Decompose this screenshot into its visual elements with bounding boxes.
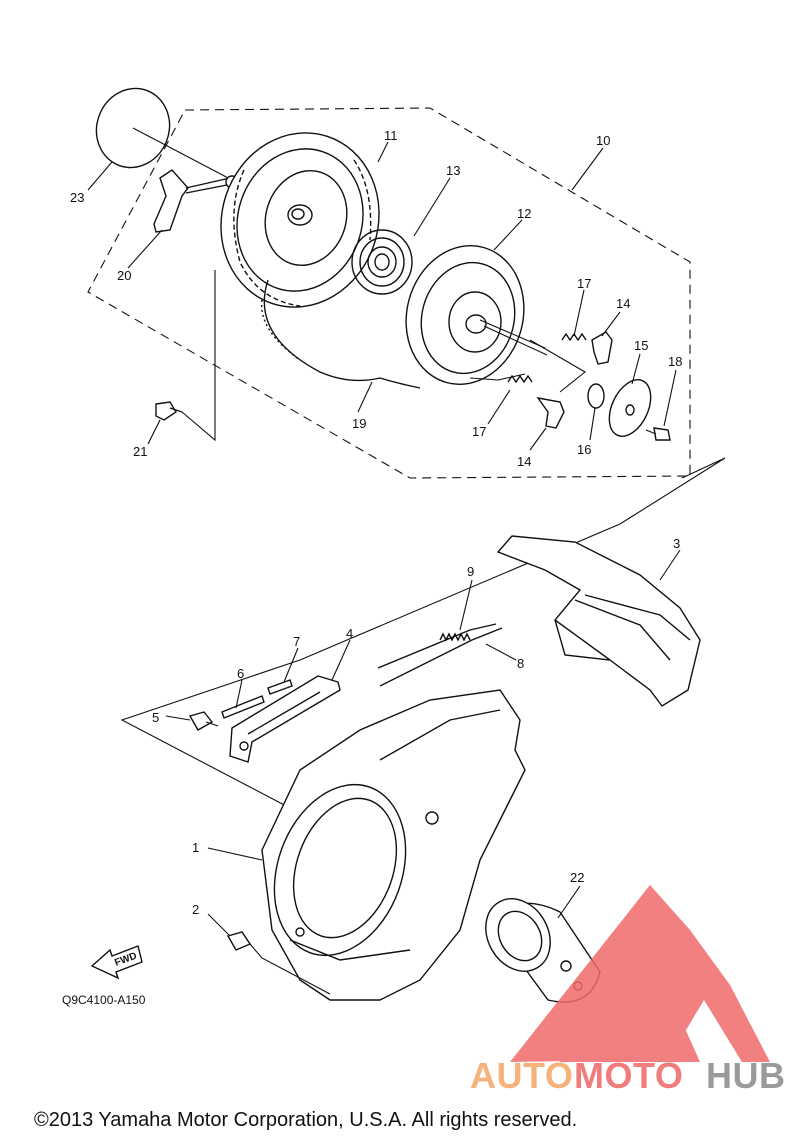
part-13-recoil-spring — [351, 229, 413, 295]
callout-18: 18 — [668, 354, 682, 369]
callout-13: 13 — [446, 163, 460, 178]
callout-5: 5 — [152, 710, 159, 725]
part-15-drive-plate — [608, 379, 652, 437]
part-14-pawl-upper — [591, 331, 613, 365]
part-6-strip — [221, 695, 265, 719]
part-21-bolt — [155, 270, 216, 442]
callout-4: 4 — [346, 626, 353, 641]
callout-2: 2 — [192, 902, 199, 917]
starter-assembly-group — [87, 87, 691, 479]
diagram-code: Q9C4100-A150 — [62, 993, 146, 1007]
callout-20: 20 — [117, 268, 131, 283]
callouts: 1 2 3 4 5 6 7 8 9 10 11 12 13 14 14 15 1… — [70, 128, 682, 917]
callout-17-lower: 17 — [472, 424, 486, 439]
group-boundary-10 — [87, 107, 691, 479]
callout-22: 22 — [570, 870, 584, 885]
callout-7: 7 — [293, 634, 300, 649]
callout-11: 11 — [384, 128, 398, 143]
callout-9: 9 — [467, 564, 474, 579]
automotohub-watermark: AUTO MOTO HUB — [470, 885, 786, 1096]
part-23-o-ring — [95, 87, 171, 169]
callout-14-lower: 14 — [517, 454, 531, 469]
part-8-link-rod — [377, 623, 497, 669]
callout-8: 8 — [517, 656, 524, 671]
part-22-cup — [485, 898, 601, 1003]
callout-1: 1 — [192, 840, 199, 855]
part-18-bolt — [645, 427, 671, 441]
watermark-text-auto: AUTO — [470, 1055, 573, 1096]
callout-15: 15 — [634, 338, 648, 353]
part-12-sheave-drum — [405, 245, 548, 385]
watermark-text-hub: HUB — [706, 1055, 786, 1096]
leader-lines — [87, 141, 681, 937]
callout-10: 10 — [596, 133, 610, 148]
callout-3: 3 — [673, 536, 680, 551]
callout-21: 21 — [133, 444, 147, 459]
part-5-bolt — [188, 711, 219, 731]
callout-12: 12 — [517, 206, 531, 221]
part-2-bolt — [226, 931, 331, 995]
callout-6: 6 — [237, 666, 244, 681]
part-7-strip — [267, 679, 293, 695]
callout-14-upper: 14 — [616, 296, 630, 311]
part-3-shroud-cover — [496, 535, 701, 707]
fwd-arrow-icon: FWD — [90, 945, 143, 980]
part-19-starter-rope — [263, 279, 421, 389]
callout-16: 16 — [577, 442, 591, 457]
part-9-spring — [439, 632, 471, 642]
housing-group: FWD — [90, 535, 701, 1003]
part-11-starter-case — [220, 132, 380, 308]
part-1-fan-housing — [261, 689, 526, 1001]
part-4-bracket — [229, 675, 341, 763]
callout-23: 23 — [70, 190, 84, 205]
copyright-notice: ©2013 Yamaha Motor Corporation, U.S.A. A… — [34, 1109, 577, 1131]
watermark-text-moto: MOTO — [574, 1055, 683, 1096]
part-16-washer — [587, 383, 605, 409]
callout-17-upper: 17 — [577, 276, 591, 291]
part-14-pawl-lower — [536, 397, 565, 429]
callout-19: 19 — [352, 416, 366, 431]
part-17-spring-lower — [507, 374, 533, 384]
watermark-logo-icon — [510, 885, 770, 1062]
